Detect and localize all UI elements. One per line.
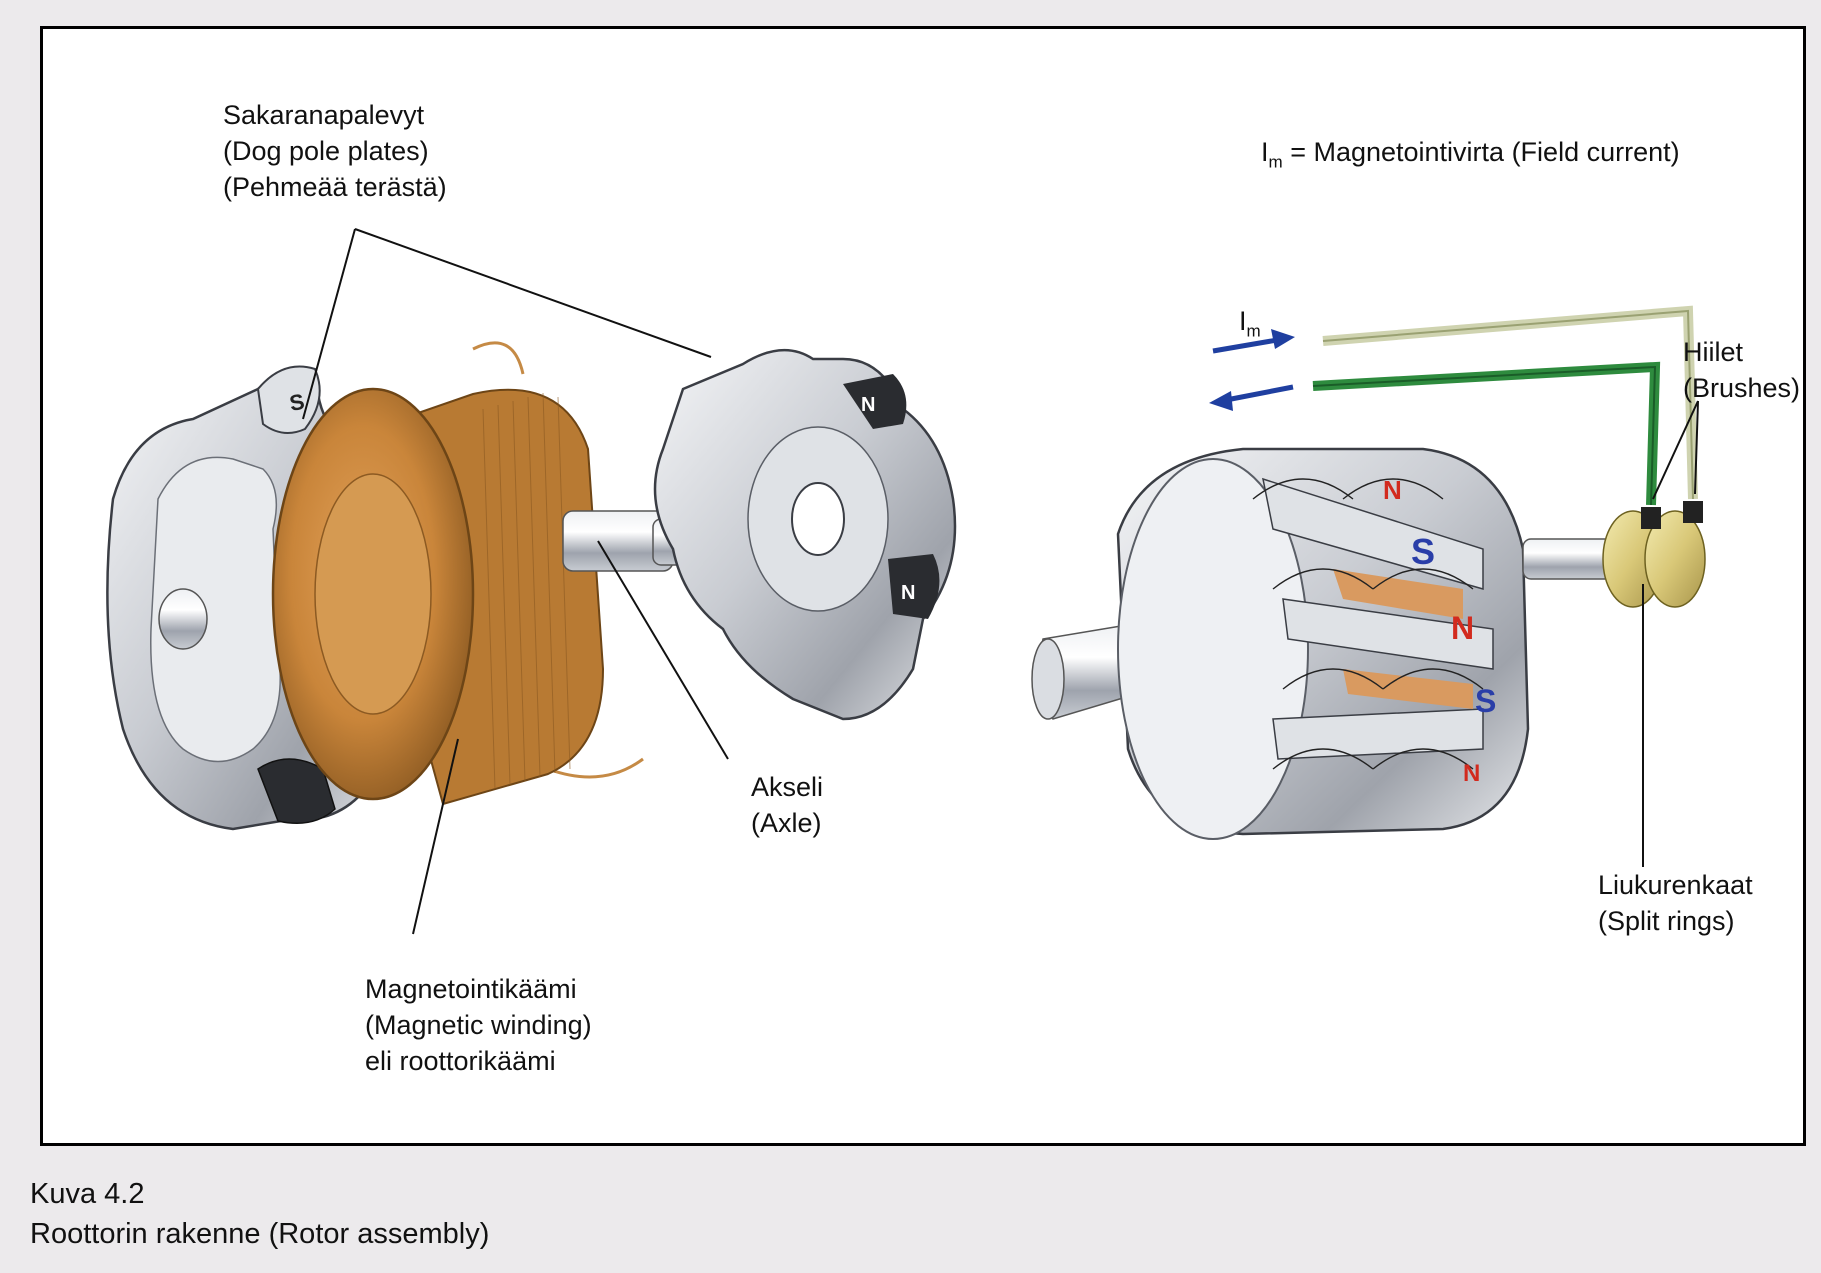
label-axle: Akseli (Axle) (751, 769, 823, 841)
label-axle-line1: Akseli (751, 772, 824, 802)
pole-mark-s-1: S (1411, 531, 1435, 572)
label-magnetic-winding: Magnetointikäämi (Magnetic winding) eli … (365, 971, 592, 1079)
pole-mark-s-top-left: S (288, 389, 307, 416)
field-current-arrows (1209, 329, 1295, 411)
caption-number: Kuva 4.2 (30, 1178, 145, 1210)
label-im-near-arrows: Im (1239, 303, 1261, 349)
label-dog-pole-plates-line2: (Dog pole plates) (223, 136, 429, 166)
pole-mark-n-3: N (1463, 760, 1480, 787)
label-split-rings-line2: (Split rings) (1598, 906, 1735, 936)
leader-lines (302, 228, 1699, 935)
label-brushes-line2: (Brushes) (1683, 373, 1801, 403)
label-field-current-legend: Im = Magnetointivirta (Field current) (1261, 134, 1680, 180)
rotor-illustration: S S S N N (106, 228, 1706, 935)
right-dog-pole-plate (653, 348, 957, 721)
im-symbol-arrows: I (1239, 306, 1247, 336)
label-brushes: Hiilet (Brushes) (1683, 334, 1800, 406)
label-axle-line2: (Axle) (751, 808, 822, 838)
pole-mark-n-bottom-right: N (901, 582, 915, 604)
label-brushes-line1: Hiilet (1683, 337, 1744, 367)
label-dog-pole-plates-line1: Sakaranapalevyt (223, 100, 425, 130)
pole-mark-n-2: N (1451, 610, 1474, 646)
brush-leads (1312, 305, 1698, 506)
magnetic-winding-coil (271, 341, 644, 806)
pole-mark-s-2: S (1475, 683, 1496, 719)
label-magnetic-winding-line1: Magnetointikäämi (365, 974, 577, 1004)
im-subscript: m (1268, 152, 1283, 172)
label-dog-pole-plates-line3: (Pehmeää terästä) (223, 172, 447, 202)
label-split-rings: Liukurenkaat (Split rings) (1598, 867, 1753, 939)
label-magnetic-winding-line2: (Magnetic winding) (365, 1010, 592, 1040)
label-split-rings-line1: Liukurenkaat (1598, 870, 1753, 900)
field-current-text: = Magnetointivirta (Field current) (1290, 137, 1680, 167)
im-subscript-arrows: m (1246, 321, 1261, 341)
figure-panel: S S S N N (40, 26, 1806, 1146)
caption-title: Roottorin rakenne (Rotor assembly) (30, 1218, 490, 1250)
pole-mark-n-top-right: N (861, 394, 875, 416)
label-magnetic-winding-line3: eli roottorikäämi (365, 1046, 556, 1076)
im-symbol: I (1261, 137, 1269, 167)
pole-mark-n-1: N (1383, 475, 1402, 505)
label-dog-pole-plates: Sakaranapalevyt (Dog pole plates) (Pehme… (223, 97, 447, 205)
split-rings (1602, 501, 1706, 608)
assembled-rotor (1031, 447, 1704, 840)
